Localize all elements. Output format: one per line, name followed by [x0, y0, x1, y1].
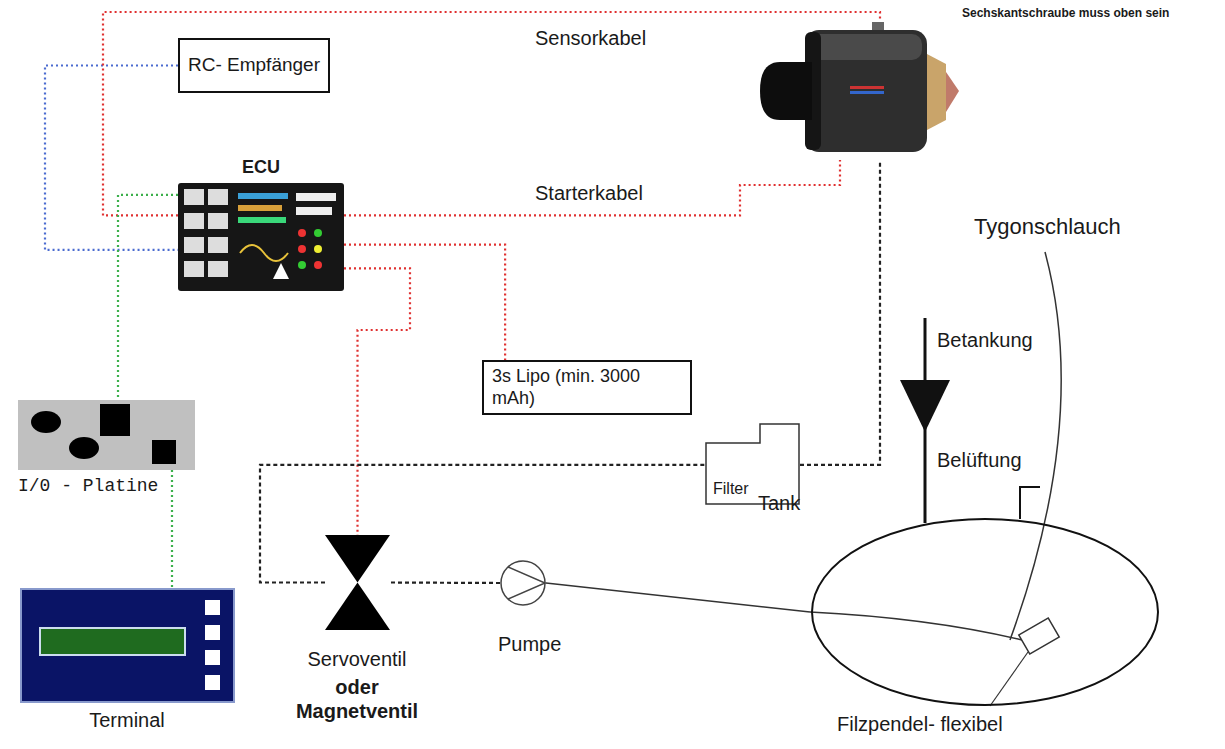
terminal-button — [205, 650, 220, 665]
ecu-connector — [208, 189, 228, 205]
valve-symbol-shape — [325, 535, 390, 630]
ecu-unit-shape — [178, 183, 344, 291]
hose-label: Tygonschlauch — [972, 214, 1123, 240]
ecu-print — [238, 193, 288, 199]
terminal-unit: Terminal — [20, 588, 235, 703]
ecu-print — [238, 217, 286, 223]
ecu-unit: ECU — [178, 183, 344, 291]
node-label: ECU — [242, 157, 280, 179]
io-component — [69, 437, 99, 459]
pump-symbol-shape — [500, 560, 546, 606]
valve-symbol: Servoventiloder Magnetventil — [325, 535, 390, 630]
terminal-button — [205, 600, 220, 615]
ecu-led — [314, 261, 322, 269]
ecu-housing — [178, 183, 344, 291]
ecu-logo — [240, 245, 288, 261]
dotted-wire — [344, 245, 505, 360]
pump-circle — [501, 561, 545, 605]
io-board: I/0 - Platine — [18, 400, 195, 470]
valve-bottom — [325, 583, 390, 631]
terminal-housing — [21, 589, 234, 702]
node-label: Tank — [758, 491, 800, 515]
dotted-wire — [171, 470, 173, 588]
io-component — [31, 411, 61, 433]
ecu-led — [314, 245, 322, 253]
dotted-wire — [118, 195, 178, 400]
dotted-wire — [260, 465, 705, 583]
node-label: Filter — [713, 479, 749, 498]
io-board-shape — [18, 400, 195, 470]
turbine-engine: Sechskantschraube muss oben sein — [760, 20, 960, 160]
intake-nose — [760, 62, 812, 120]
fuel-hose — [546, 583, 810, 612]
node-label: I/0 - Platine — [18, 476, 158, 498]
engine-casing — [805, 30, 927, 152]
turbine-engine-shape — [760, 20, 960, 160]
box-text: RC- Empfänger — [188, 54, 320, 77]
ecu-connector — [184, 189, 204, 205]
tygon-leader — [1010, 252, 1061, 640]
ecu-connector — [208, 237, 228, 253]
ecu-print — [238, 205, 282, 211]
dotted-wire — [344, 160, 840, 215]
receiver-box: RC- Empfänger — [178, 38, 330, 93]
exhaust-nozzle — [927, 54, 946, 130]
ecu-led — [298, 261, 306, 269]
exhaust-cone — [946, 72, 959, 112]
ecu-connector — [208, 261, 228, 277]
tank-outline — [812, 519, 1158, 705]
ecu-led — [314, 229, 322, 237]
io-board — [18, 400, 195, 470]
io-chip — [152, 440, 176, 464]
logo-stripe — [850, 91, 884, 94]
casing-highlight — [810, 34, 922, 60]
terminal-unit-shape — [20, 588, 235, 703]
ecu-print — [296, 207, 332, 215]
dotted-wire — [45, 66, 178, 250]
logo-stripe — [850, 86, 884, 89]
fuel-tank-shape — [810, 517, 1160, 707]
node-label: oder Magnetventil — [282, 675, 432, 723]
ecu-connector — [184, 213, 204, 229]
dotted-wire — [800, 160, 880, 465]
ecu-warning — [273, 263, 289, 279]
pump-symbol: Pumpe — [500, 560, 546, 606]
felt-pendulum — [1019, 618, 1059, 654]
terminal-button — [205, 675, 220, 690]
node-label: Servoventil — [308, 647, 407, 671]
io-chip — [100, 404, 130, 436]
ecu-connector — [208, 213, 228, 229]
fuel-tank: Tank — [810, 517, 1160, 707]
ecu-connector — [184, 261, 204, 277]
ecu-led — [298, 229, 306, 237]
cable-label: Sensorkabel — [533, 26, 648, 50]
terminal-button — [205, 625, 220, 640]
dotted-wire — [390, 581, 500, 584]
dotted-wire — [344, 268, 410, 535]
pickup-hose — [810, 612, 1022, 640]
battery-box: 3s Lipo (min. 3000 mAh) — [482, 360, 692, 415]
pendulum-label: Filzpendel- flexibel — [835, 712, 1005, 736]
refuel-arrow — [900, 380, 950, 432]
node-label: Sechskantschraube muss oben sein — [962, 6, 1169, 20]
valve-top — [325, 535, 390, 583]
pendulum-leader — [990, 652, 1028, 706]
node-label: Terminal — [89, 708, 165, 732]
box-text: 3s Lipo (min. 3000 mAh) — [492, 366, 642, 409]
ecu-led — [298, 245, 306, 253]
refuel-label: Betankung — [935, 328, 1035, 352]
node-label: Pumpe — [498, 632, 561, 656]
vent-label: Belüftung — [935, 448, 1024, 472]
ecu-print — [296, 193, 336, 201]
ecu-connector — [184, 237, 204, 253]
cable-label: Starterkabel — [533, 181, 645, 205]
terminal-display — [40, 628, 185, 655]
pump-triangle — [508, 567, 545, 599]
vent-pipe — [1020, 487, 1040, 519]
